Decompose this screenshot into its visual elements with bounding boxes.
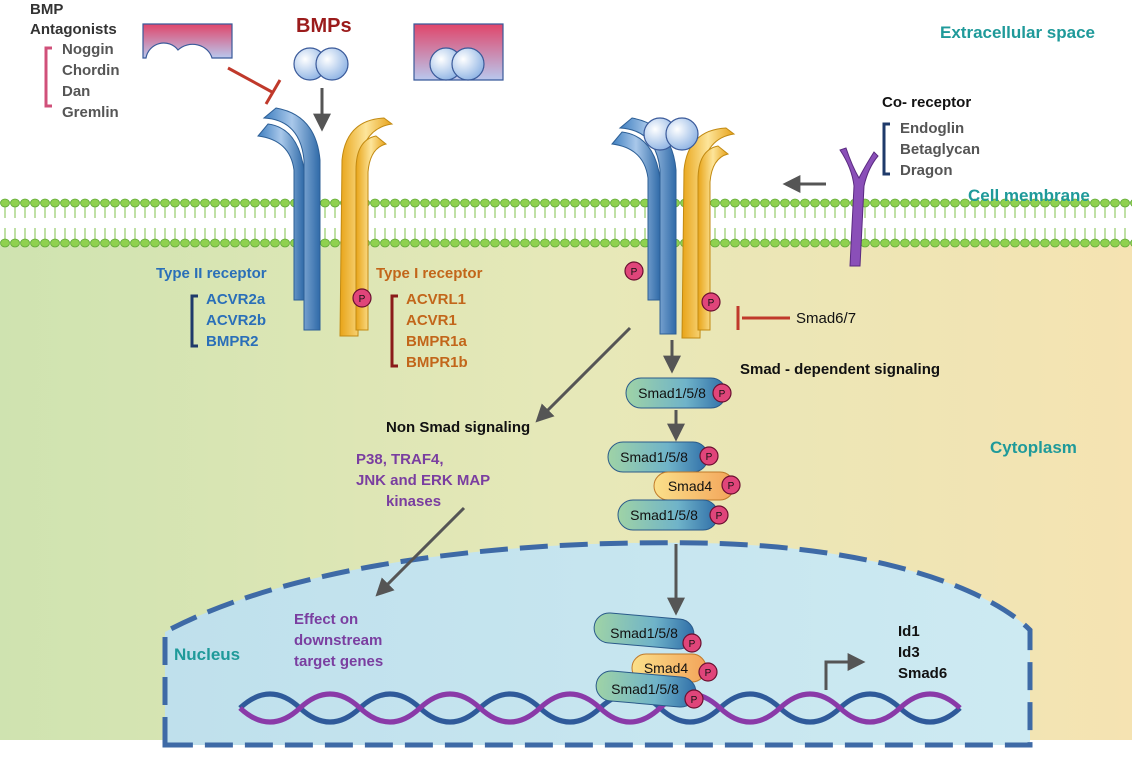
- type-ii-title: Type II receptor: [156, 265, 267, 282]
- type-i-item: BMPR1b: [406, 354, 468, 371]
- non-smad-line: P38, TRAF4,: [356, 451, 444, 468]
- dna-strands: [238, 691, 962, 725]
- phospho-label: P: [359, 294, 366, 305]
- bmps-label: BMPs: [296, 15, 352, 37]
- type-i-title: Type I receptor: [376, 265, 483, 282]
- type-i-item: ACVRL1: [406, 291, 466, 308]
- antagonist-item: Chordin: [62, 62, 120, 79]
- type-i-receptor-left: [339, 117, 394, 337]
- svg-text:Smad4: Smad4: [644, 660, 689, 676]
- smad67-label: Smad6/7: [796, 310, 856, 327]
- extracellular-label: Extracellular space: [940, 23, 1095, 42]
- type-ii-item: ACVR2b: [206, 312, 266, 329]
- cytoplasm-label: Cytoplasm: [990, 438, 1077, 457]
- smad-complex-nucleus: Smad1/5/8 P Smad4 P Smad1/5/8 P: [593, 612, 718, 709]
- phospho-label: P: [631, 267, 638, 278]
- phospho-marker: [624, 261, 644, 281]
- smad-dependent-label: Smad - dependent signaling: [740, 361, 940, 378]
- effect-line: target genes: [294, 653, 383, 670]
- target-gene: Id3: [898, 644, 920, 661]
- svg-text:Smad4: Smad4: [668, 478, 713, 494]
- non-smad-line: kinases: [386, 493, 441, 510]
- svg-text:P: P: [691, 695, 698, 706]
- phospho-marker: [352, 288, 372, 308]
- antagonists-title: Antagonists: [30, 21, 117, 38]
- type-i-item: BMPR1a: [406, 333, 468, 350]
- type-i-receptor-right: [681, 127, 736, 339]
- svg-text:P: P: [719, 389, 726, 400]
- nucleus-label: Nucleus: [174, 645, 240, 664]
- non-smad-line: JNK and ERK MAP: [356, 472, 490, 489]
- antagonists-title: BMP: [30, 1, 63, 18]
- svg-text:P: P: [689, 639, 696, 650]
- smad-complex-cytoplasm: Smad1/5/8 P Smad4 P Smad1/5/8 P: [607, 441, 741, 531]
- antagonist-item: Gremlin: [62, 104, 119, 121]
- type-ii-receptor-left: [257, 107, 321, 331]
- antagonist-item: Noggin: [62, 41, 114, 58]
- effect-line: downstream: [294, 632, 382, 649]
- effect-line: Effect on: [294, 611, 358, 628]
- smad-r-phospho: Smad1/5/8 P: [625, 377, 732, 409]
- type-ii-item: BMPR2: [206, 333, 259, 350]
- svg-text:P: P: [728, 481, 735, 492]
- coreceptor-item: Dragon: [900, 162, 953, 179]
- antagonist-item: Dan: [62, 83, 90, 100]
- non-smad-title: Non Smad signaling: [386, 419, 530, 436]
- svg-text:P: P: [716, 511, 723, 522]
- svg-text:P: P: [706, 452, 713, 463]
- phospho-marker: [701, 292, 721, 312]
- coreceptor-item: Endoglin: [900, 120, 964, 137]
- phospho-label: P: [708, 298, 715, 309]
- cell-membrane-label: Cell membrane: [968, 186, 1090, 205]
- svg-text:Smad1/5/8: Smad1/5/8: [611, 681, 679, 697]
- target-gene: Smad6: [898, 665, 947, 682]
- svg-text:Smad1/5/8: Smad1/5/8: [620, 449, 688, 465]
- cell-membrane: [0, 196, 1132, 250]
- bmp-ligand-bound: [643, 117, 699, 151]
- coreceptor-title: Co- receptor: [882, 94, 971, 111]
- co-receptor-protein: [839, 147, 879, 267]
- antagonist-bound-bmp: [413, 23, 504, 81]
- type-i-item: ACVR1: [406, 312, 457, 329]
- target-gene: Id1: [898, 623, 920, 640]
- type-ii-item: ACVR2a: [206, 291, 266, 308]
- svg-text:Smad1/5/8: Smad1/5/8: [610, 625, 678, 641]
- coreceptor-item: Betaglycan: [900, 141, 980, 158]
- svg-text:Smad1/5/8: Smad1/5/8: [630, 507, 698, 523]
- svg-text:Smad1/5/8: Smad1/5/8: [638, 385, 706, 401]
- antagonist-protein-left: [142, 23, 233, 59]
- svg-text:P: P: [705, 668, 712, 679]
- bmp-ligand: [293, 47, 349, 81]
